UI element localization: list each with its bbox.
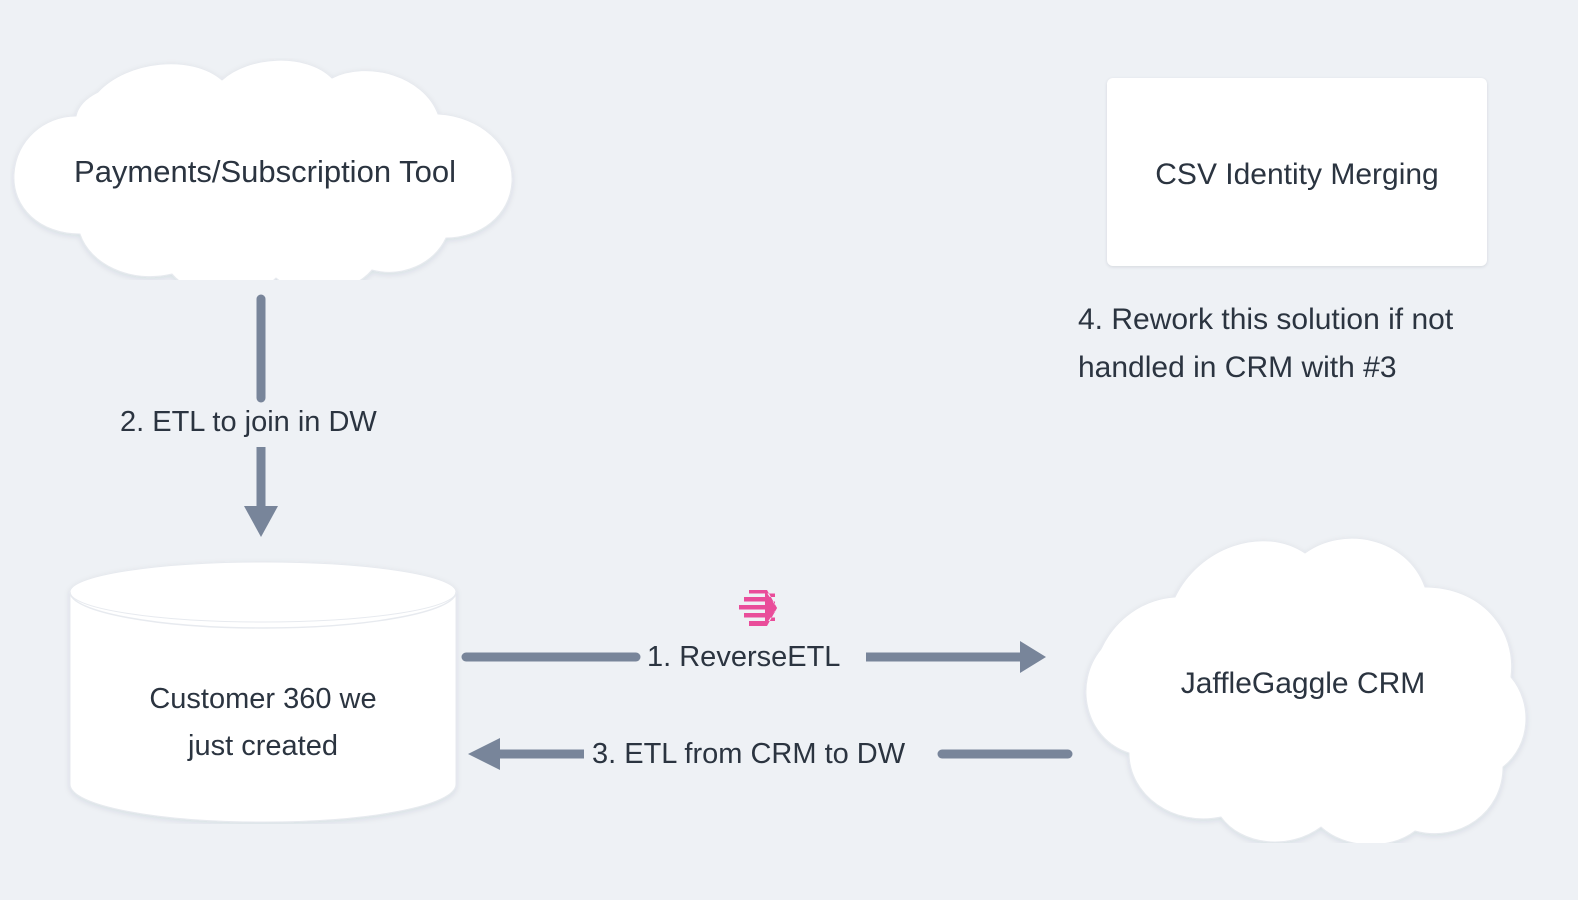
edge-etl-to-join-in-dw (244, 294, 278, 537)
edge-label-etl-to-join-in-dw: 2. ETL to join in DW (116, 406, 381, 439)
node-payments-subscription-tool[interactable] (10, 58, 520, 280)
edge-label-reverse-etl: 1. ReverseETL (641, 641, 847, 674)
annotation-csv-note: 4. Rework this solution if not handled i… (1078, 303, 1454, 384)
hightouch-logo-icon (739, 590, 777, 626)
node-customer-360-warehouse[interactable] (62, 552, 464, 824)
node-csv-identity-merging[interactable] (1107, 78, 1487, 266)
edge-label-etl-from-crm-to-dw: 3. ETL from CRM to DW (586, 738, 912, 771)
node-jafflegaggle-crm[interactable] (1063, 525, 1543, 843)
edge-reverse-etl (461, 641, 1046, 673)
edge-etl-from-crm-to-dw (468, 738, 1073, 770)
